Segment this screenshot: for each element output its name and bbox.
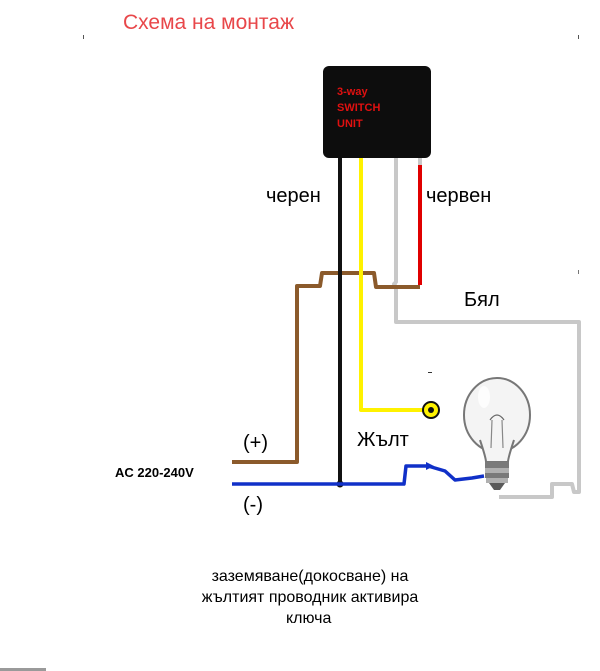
switch-unit-line3: UNIT — [337, 118, 363, 130]
minus-terminal-label: (-) — [243, 494, 263, 516]
speck-mark — [578, 270, 579, 274]
white-wire-label: Бял — [464, 289, 500, 311]
yellow-wire — [359, 158, 430, 412]
switch-unit-line2: SWITCH — [337, 102, 380, 114]
note-line-1: заземяване(докосване) на — [211, 568, 409, 585]
yellow-wire-terminal-center — [428, 407, 434, 413]
light-bulb-icon — [463, 377, 531, 490]
installation-note: заземяване(докосване) на жълтият проводн… — [150, 566, 470, 629]
brown-wire — [232, 271, 420, 464]
speck-mark — [83, 35, 84, 39]
note-line-2: жълтият проводник активира — [201, 589, 419, 606]
white-wire — [392, 158, 581, 499]
blue-wire-arrow — [426, 462, 434, 470]
plus-terminal-label: (+) — [243, 432, 268, 454]
switch-unit: 3-way SWITCH UNIT — [323, 66, 431, 158]
bottom-edge-bar — [0, 668, 46, 671]
speck-mark — [578, 35, 579, 39]
power-supply-label: AC 220-240V — [115, 465, 194, 480]
note-line-3: ключа — [286, 610, 332, 627]
red-wire-label: червен — [426, 185, 492, 207]
switch-unit-line1: 3-way — [337, 86, 368, 98]
speck-mark — [428, 372, 432, 373]
yellow-wire-label: Жълт — [357, 429, 409, 451]
black-wire-label: черен — [266, 185, 321, 207]
blue-wire — [232, 464, 485, 486]
diagram-title: Схема на монтаж — [123, 11, 294, 34]
